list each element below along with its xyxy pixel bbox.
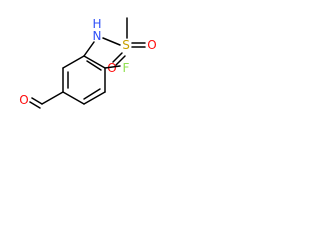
hydrogen-label: H — [92, 17, 101, 31]
bond-nitrogen-sulfur — [102, 37, 121, 46]
benzene-ring — [62, 55, 106, 105]
ring-bond-c1-c2 — [83, 55, 106, 69]
sulfur-label: S — [122, 38, 130, 52]
ring-bond-c4-c5 — [62, 91, 85, 105]
nitrogen-label: N — [93, 29, 102, 43]
ring-bond-c3-c4 — [83, 91, 106, 105]
molecule-structure: N H S O O F O — [19, 17, 157, 109]
bond-sulfur-oxygen-1a — [112, 52, 123, 63]
sulfonyl-oxygen-1-label: O — [107, 61, 116, 75]
ring-double-bond-inner-1 — [86, 60, 102, 71]
fluorine-label: F — [123, 61, 130, 75]
bond-aldehyde-oxygen-b — [29, 101, 41, 109]
bond-c1-nitrogen — [83, 41, 95, 57]
aldehyde-oxygen-label: O — [19, 93, 28, 107]
bond-c5-aldehyde-carbon — [41, 91, 64, 105]
bond-sulfur-oxygen-1b — [115, 55, 126, 66]
ring-bond-c6-c1 — [62, 55, 85, 69]
ring-double-bond-inner-2 — [83, 88, 101, 100]
structure-canvas: N H S O O F O — [0, 0, 177, 143]
sulfonyl-oxygen-2-label: O — [147, 38, 156, 52]
bond-aldehyde-oxygen-a — [31, 97, 43, 105]
bond-c2-fluorine — [104, 65, 121, 69]
